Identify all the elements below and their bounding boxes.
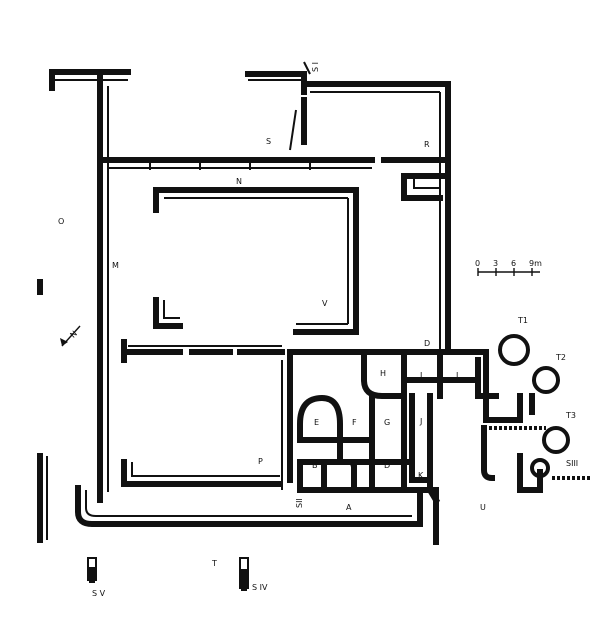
scale-tick-6: 6 — [511, 259, 516, 268]
label-J: J — [419, 417, 422, 426]
label-S1: S I — [311, 62, 320, 72]
label-F: F — [352, 418, 357, 427]
baths-block — [281, 349, 489, 505]
label-C: C — [350, 461, 356, 470]
label-D: D — [424, 339, 430, 348]
label-L: L — [420, 371, 425, 380]
label-SV: S V — [92, 589, 106, 598]
label-O: O — [58, 217, 64, 226]
label-M: M — [112, 261, 119, 270]
scale-tick-9m: 9m — [529, 259, 542, 268]
towers — [433, 334, 590, 545]
scale-bar: 0 3 6 9m — [475, 259, 542, 276]
label-I: I — [456, 371, 458, 380]
label-K: K — [418, 471, 424, 480]
scale-tick-0: 0 — [475, 259, 480, 268]
label-S: S — [266, 137, 271, 146]
label-SIII: SIII — [566, 459, 578, 468]
label-P: P — [258, 457, 263, 466]
north-arrow: N — [60, 325, 81, 347]
label-V: V — [322, 299, 328, 308]
courtyard-p-walls — [121, 459, 283, 487]
label-H: H — [380, 369, 386, 378]
room-labels: R S S I N O M V D H L I E F G J B C D K … — [58, 62, 578, 598]
label-E: E — [314, 418, 319, 427]
colonnade-line — [121, 339, 285, 363]
label-SIV: S IV — [252, 583, 268, 592]
label-T3: T3 — [565, 411, 576, 420]
outer-enclosure-wall — [37, 69, 451, 543]
label-T1: T1 — [517, 316, 528, 325]
label-SII: SII — [295, 498, 304, 508]
pillars — [37, 279, 249, 591]
north-rooms — [245, 61, 451, 353]
label-U: U — [480, 503, 486, 512]
label-B: B — [312, 461, 318, 470]
label-T2: T2 — [555, 353, 566, 362]
label-G: G — [384, 418, 390, 427]
label-A: A — [346, 503, 352, 512]
label-N: N — [236, 177, 242, 186]
label-D-lower: D — [384, 461, 390, 470]
label-R: R — [424, 140, 430, 149]
inner-peristyle — [153, 187, 359, 335]
north-arrow-label: N — [68, 329, 79, 340]
scale-tick-3: 3 — [493, 259, 498, 268]
label-T: T — [211, 559, 217, 568]
